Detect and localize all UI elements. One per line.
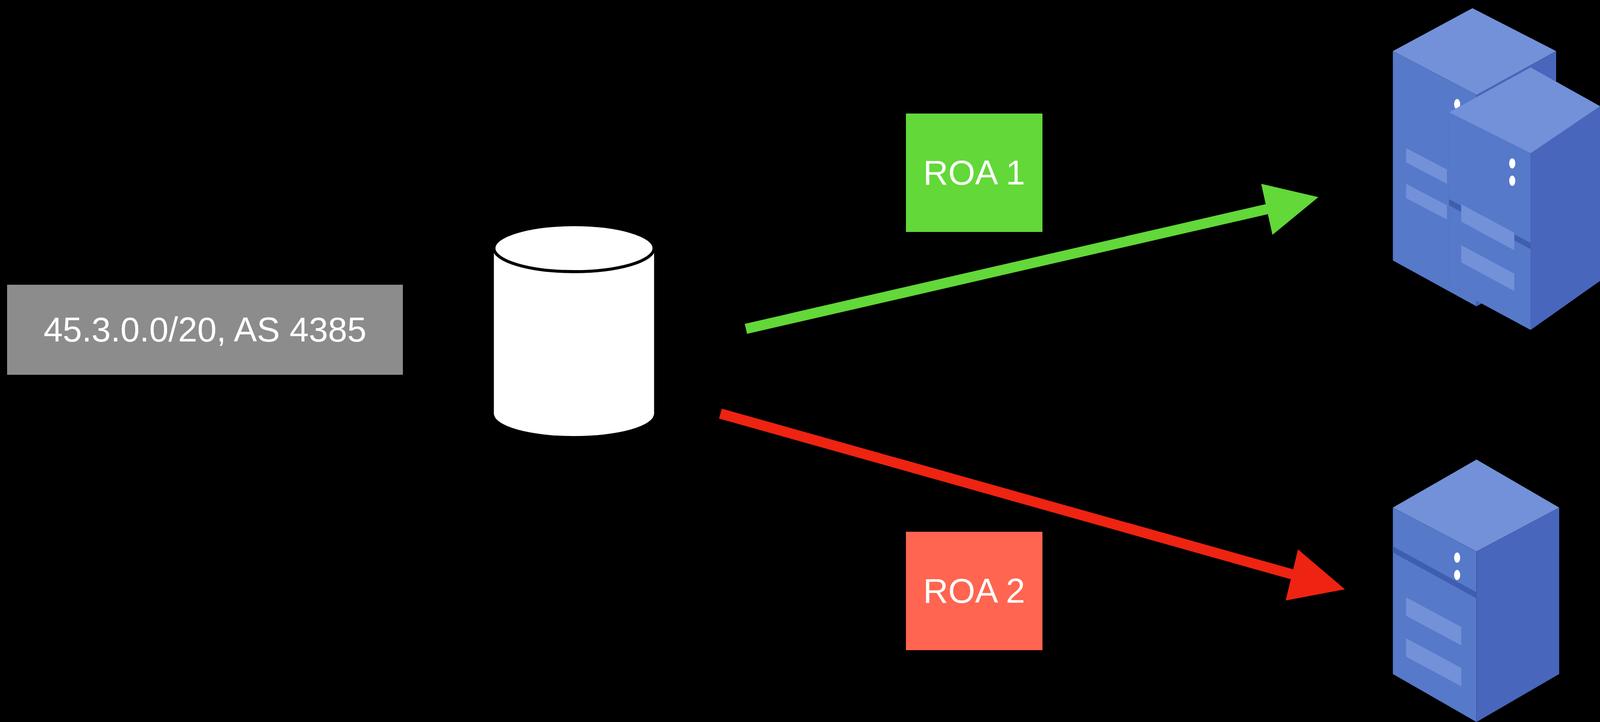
box-label: ROA 1 [923, 152, 1026, 193]
database-cylinder [493, 224, 654, 437]
server-stack [1393, 7, 1600, 330]
roa-box: ROA 2 [905, 531, 1043, 650]
box-label: ROA 2 [923, 570, 1026, 611]
prefix-box: 45.3.0.0/20, AS 4385 [7, 284, 403, 375]
roa-box: ROA 1 [905, 113, 1043, 232]
box-label: 45.3.0.0/20, AS 4385 [43, 309, 367, 350]
server [1393, 459, 1560, 722]
